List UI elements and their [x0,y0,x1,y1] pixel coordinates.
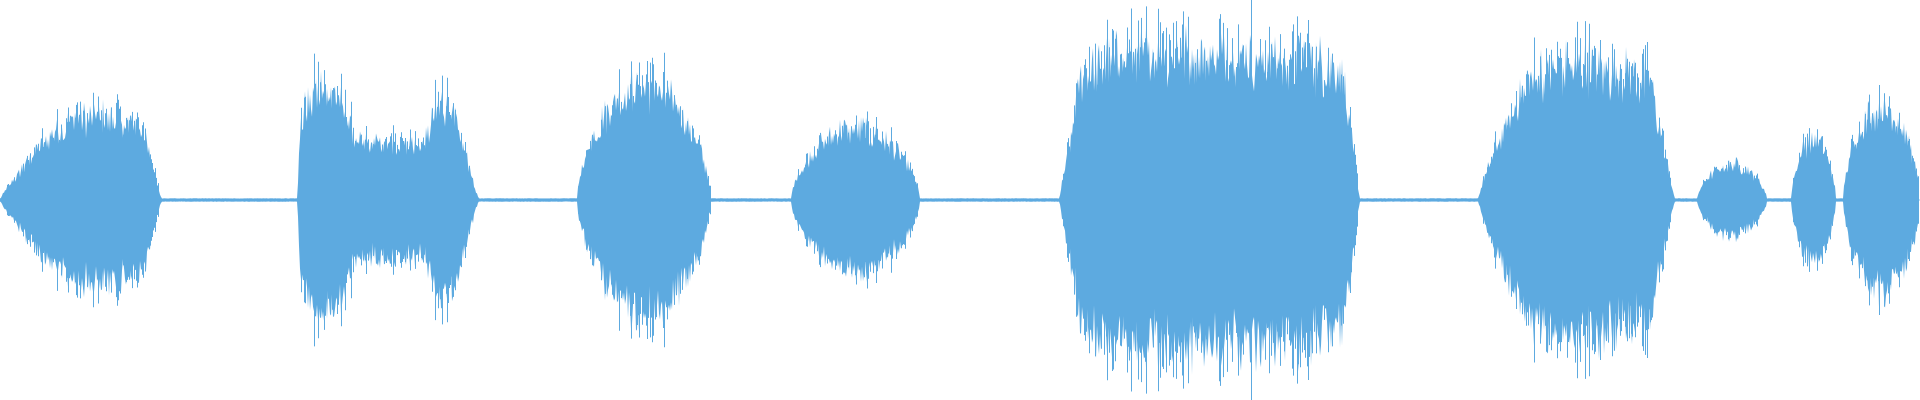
waveform-fill [0,25,1919,375]
